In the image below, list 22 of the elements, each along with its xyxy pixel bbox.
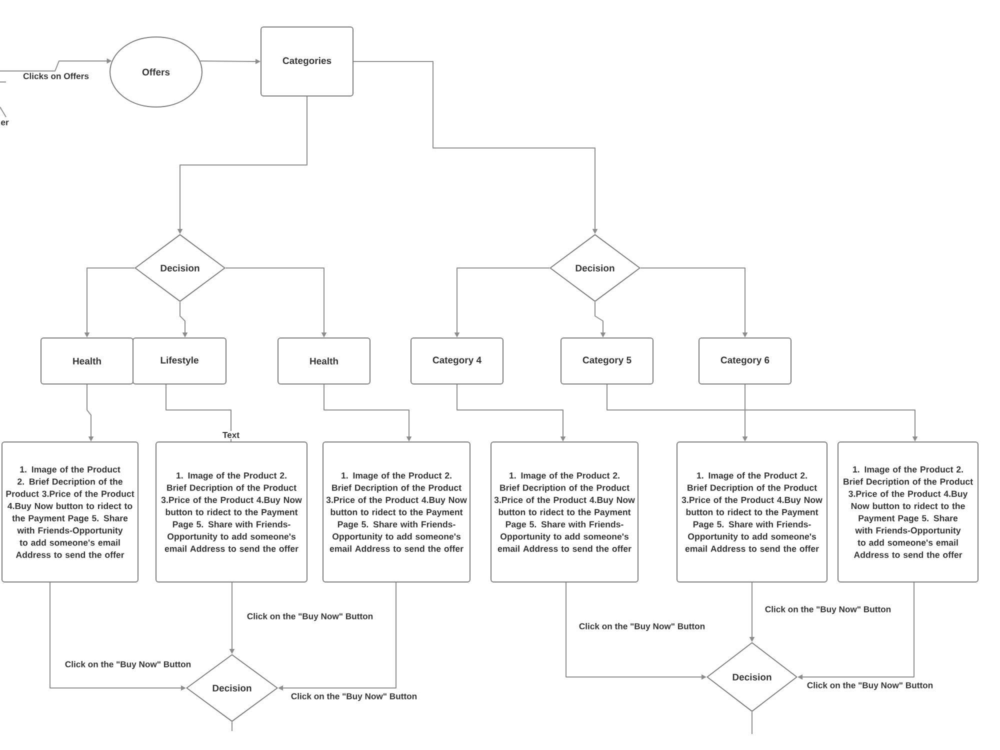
text-box: 1. Image of the Product 2. Brief Decription of the Product 3.Price of the Product 4.Buy Now button to ridect to the Payment Page 5. Share with Friends-Opportunity to add someone's email Address to send the offer <box>490 442 638 582</box>
process-box: Category 6 <box>698 338 792 384</box>
edge-label: Clicks on Offers <box>22 72 90 80</box>
label: er <box>1 120 9 126</box>
text-box: 1. Image of the Product 2. Brief Decription of the Product 3.Price of the Product 4.Buy Now button to ridect to the Payment Page 5. Share with Friends-Opportunity to add someone's email Address to send the offer <box>676 442 828 582</box>
process-box: Categories <box>260 26 354 96</box>
edge-label: Click on the "Buy Now" Button <box>246 612 374 622</box>
text-box: 1. Image of the Product 2. Brief Decription of the Product 3.Price of the Product 4.Buy Now button to ridect to the Payment Page 5. Share with Friends-Opportunity to add someone's email Address to send the offer <box>156 442 308 582</box>
text-box: 1. Image of the Product 2. Brief Decription of the Product 3.Price of the Product 4.Buy Now button to ridect to the Payment Page 5. Share with Friends-Opportunity to add someone's email Address to send the offer <box>2 442 138 582</box>
edge-label: Click on the "Buy Now" Button <box>290 692 418 702</box>
edge-label: Text <box>221 431 241 439</box>
edge-label: Click on the "Buy Now" Button <box>578 622 706 632</box>
process-box: Category 5 <box>560 338 654 384</box>
connector-line <box>166 384 232 442</box>
process-box: Health <box>40 338 134 384</box>
process-box: Health <box>278 338 370 384</box>
edge-label: Click on the "Buy Now" Button <box>806 681 934 692</box>
process-box: Category 4 <box>410 338 504 384</box>
process-box: Lifestyle <box>132 338 226 384</box>
text-box: 1. Image of the Product 2. Brief Decription of the Product 3.Price of the Product 4.Buy Now button to ridect to the Payment Page 5. Share with Friends-Opportunity to add someone's email Address to send the offer <box>322 442 470 582</box>
text-box: 1. Image of the Product 2. Brief Decription of the Product 3.Price of the Product 4.Buy Now button to ridect to the Payment Page 5. Share with Friends-Opportunity to add someone's email Address to send the offer <box>838 442 979 582</box>
edge-label: Click on the "Buy Now" Button <box>764 605 892 616</box>
